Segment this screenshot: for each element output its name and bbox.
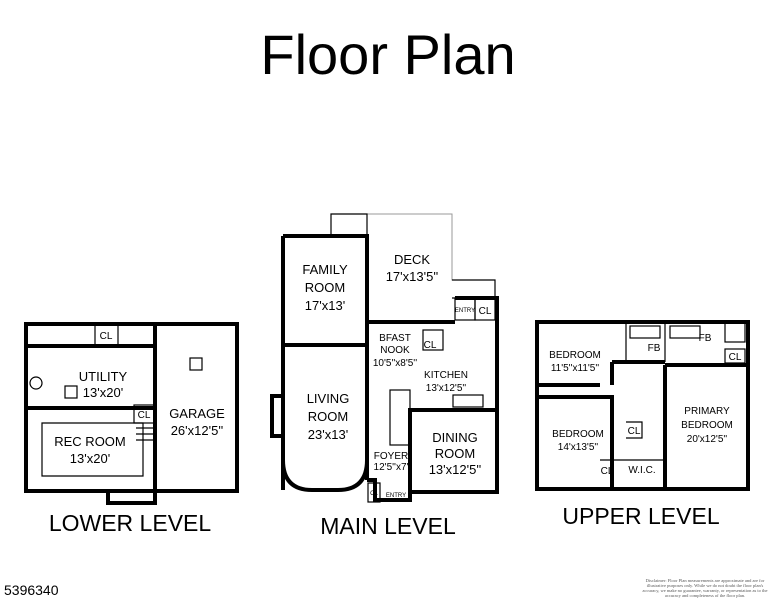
room-name-family-room: FAMILY [302,262,348,277]
level-label-main: MAIN LEVEL [320,513,456,539]
closet-label: CL [370,491,378,497]
closet-label: CL [138,410,151,421]
walk-in-closet-label: W.I.C. [628,465,655,476]
upper-level-plan: BEDROOM 11'5''x11'5'' BEDROOM 14'x13'5''… [535,320,750,529]
room-name-bedroom-2: BEDROOM [552,429,604,440]
closet-label: CL [628,426,641,437]
entry-label: ENTRY [455,308,475,314]
closet-label: CL [601,466,614,477]
room-name-deck: DECK [394,252,430,267]
room-name-bedroom-1: BEDROOM [549,350,601,361]
entry-label: ENTRY [386,493,406,499]
room-size-family-room: 17'x13' [305,298,345,313]
room-name-kitchen: KITCHEN [424,370,468,381]
closet-label: CL [729,352,742,363]
room-size-bedroom-1: 11'5''x11'5'' [551,363,599,374]
room-name-family-room-2: ROOM [305,280,345,295]
room-size-living-room: 23'x13' [308,427,348,442]
room-size-dining-room: 13'x12'5'' [429,462,482,477]
listing-id: 5396340 [4,582,59,598]
room-name-dining-room-2: ROOM [435,446,475,461]
room-name-utility: UTILITY [79,369,128,384]
room-size-garage: 26'x12'5'' [171,423,224,438]
lower-level-plan: UTILITY 13'x20' REC ROOM 13'x20' GARAGE … [24,322,239,536]
room-name-living-room: LIVING [307,391,350,406]
room-size-primary-bedroom: 20'x12'5'' [687,434,728,445]
room-size-foyer: 12'5''x7' [374,462,409,473]
disclaimer: Disclaimer: Floor Plan measurements are … [642,578,768,598]
room-name-primary-bedroom-2: BEDROOM [681,420,733,431]
room-name-primary-bedroom: PRIMARY [684,406,730,417]
room-size-rec-room: 13'x20' [70,451,110,466]
room-size-bedroom-2: 14'x13'5'' [558,442,599,453]
level-label-lower: LOWER LEVEL [49,510,212,536]
room-size-bfast-nook: 10'5''x8'5'' [373,358,417,369]
level-label-upper: UPPER LEVEL [562,503,719,529]
room-name-dining-room: DINING [432,430,478,445]
room-name-bfast-nook-2: NOOK [380,345,410,356]
room-name-bfast-nook: BFAST [379,333,411,344]
room-size-deck: 17'x13'5'' [386,269,439,284]
room-name-rec-room: REC ROOM [54,434,126,449]
bathroom-label: FB [699,333,712,344]
closet-label: CL [424,340,437,351]
room-size-utility: 13'x20' [83,385,123,400]
room-name-foyer: FOYER [374,451,408,462]
room-name-garage: GARAGE [169,406,225,421]
closet-label: CL [479,306,492,317]
page-title: Floor Plan [260,23,516,86]
room-name-living-room-2: ROOM [308,409,348,424]
main-level-plan: FAMILY ROOM 17'x13' DECK 17'x13'5'' BFAS… [270,213,499,539]
room-size-kitchen: 13'x12'5'' [426,383,467,394]
bathroom-label: FB [648,343,661,354]
closet-label: CL [100,331,113,342]
